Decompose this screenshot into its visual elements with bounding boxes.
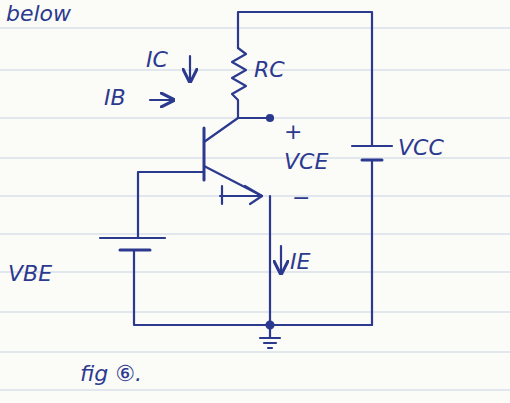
current-label: IB [104, 86, 126, 110]
wire [238, 12, 372, 146]
terminal-dot [267, 115, 273, 121]
ruled-lines [0, 28, 510, 390]
polarity-mark: + [284, 120, 302, 144]
component-label: RC [254, 58, 285, 82]
emitter-arrow [245, 186, 262, 204]
wire [220, 195, 262, 197]
wire [238, 117, 268, 119]
resistor-symbol [232, 48, 246, 118]
current-arrow [189, 56, 191, 80]
ground-symbol [260, 325, 280, 348]
heading-note: below [6, 2, 71, 26]
current-label: IC [146, 48, 168, 72]
wire [269, 196, 271, 325]
voltage-label: VCC [398, 136, 444, 160]
current-arrow [150, 99, 172, 101]
voltage-label: VBE [8, 262, 52, 286]
transistor-collector [204, 118, 238, 142]
wire [134, 250, 372, 325]
wire [371, 160, 373, 325]
polarity-mark: − [292, 186, 310, 210]
current-arrow [280, 246, 282, 272]
figure-label: fig ⑥. [80, 362, 142, 386]
voltage-label: VCE [284, 150, 328, 174]
battery-plate [352, 145, 392, 147]
battery-plate [100, 237, 165, 239]
wire [138, 172, 204, 238]
wire [221, 186, 223, 204]
current-label: IE [290, 250, 310, 274]
